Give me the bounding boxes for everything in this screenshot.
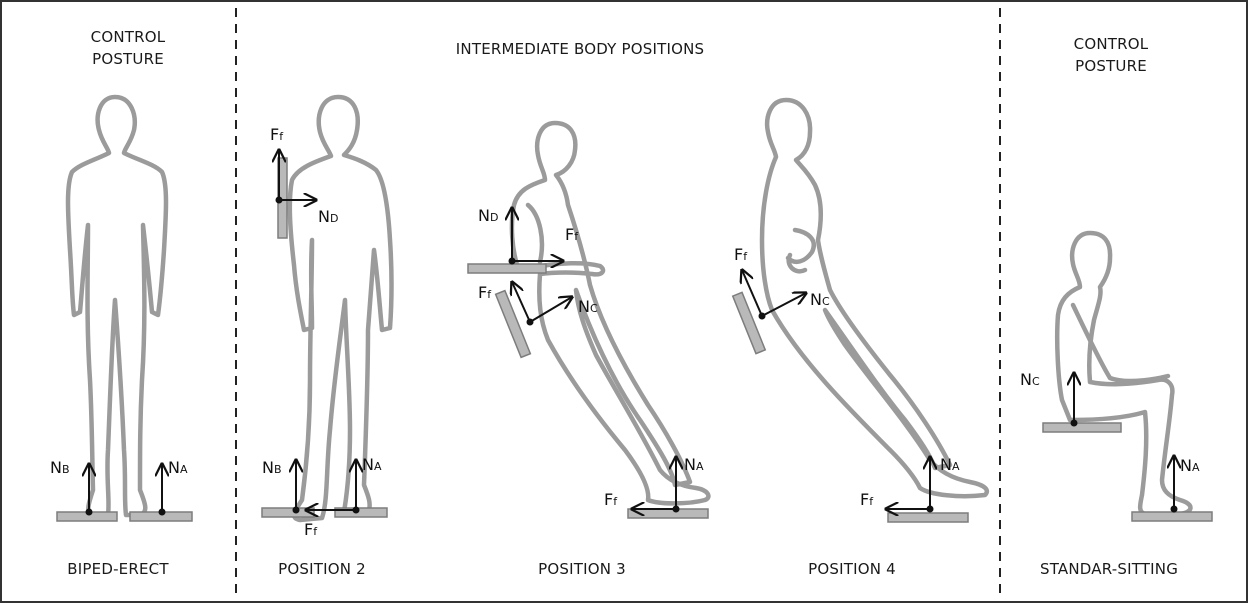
plate-seat-position-5 (1043, 423, 1121, 432)
point-p2-a (353, 507, 360, 514)
figure-standar-sitting (1057, 233, 1190, 514)
label-p5-na: NA (1180, 456, 1200, 475)
vector-p3-nc (530, 297, 572, 322)
point-p4-a (927, 506, 934, 513)
plate-backrest-position-4 (733, 292, 765, 353)
label-na: NA (168, 458, 188, 477)
label-p5-nc: NC (1020, 370, 1040, 389)
figure-position-2 (290, 97, 392, 520)
label-p2-nb: NB (262, 458, 282, 477)
heading-control-right-line-2: POSTURE (1051, 55, 1171, 77)
caption-position-4: POSITION 4 (782, 558, 922, 580)
label-p4-ff-back: Ff (734, 245, 748, 264)
figure-biped-erect (68, 97, 166, 515)
plate-backrest-position-3 (496, 291, 531, 358)
heading-control-left-line-2: POSTURE (68, 48, 188, 70)
label-p2-na: NA (362, 455, 382, 474)
heading-control-posture-left: CONTROL POSTURE (68, 26, 188, 70)
point-p5-c (1071, 420, 1078, 427)
point-p4-back (759, 313, 766, 320)
label-p3-ff-foot: Ff (604, 490, 618, 509)
point-b (86, 509, 93, 516)
point-p3-a (673, 506, 680, 513)
heading-intermediate-body-positions: INTERMEDIATE BODY POSITIONS (400, 38, 760, 60)
heading-control-posture-right: CONTROL POSTURE (1051, 33, 1171, 77)
label-p2-ff-bottom: Ff (304, 520, 318, 539)
point-p3-arm (509, 258, 516, 265)
label-p4-na: NA (940, 455, 960, 474)
label-p3-na: NA (684, 455, 704, 474)
plate-position-4-floor (888, 513, 968, 522)
caption-position-2: POSITION 2 (252, 558, 392, 580)
heading-control-left-line-1: CONTROL (68, 26, 188, 48)
point-p5-a (1171, 506, 1178, 513)
label-p3-nd: ND (478, 206, 498, 225)
point-p2-b (293, 507, 300, 514)
point-p2-wall (276, 197, 283, 204)
plate-floor-position-5 (1132, 512, 1212, 521)
point-p3-back (527, 319, 534, 326)
figure-position-3 (512, 123, 709, 503)
label-p2-nd: ND (318, 207, 338, 226)
label-nb: NB (50, 458, 70, 477)
caption-biped-erect: BIPED-ERECT (38, 558, 198, 580)
label-p4-nc: NC (810, 290, 830, 309)
plate-position-3-floor (628, 509, 708, 518)
caption-position-3: POSITION 3 (512, 558, 652, 580)
heading-control-right-line-1: CONTROL (1051, 33, 1171, 55)
label-p2-ff-top: Ff (270, 125, 284, 144)
plate-armrest-position-3 (468, 264, 546, 273)
caption-standar-sitting: STANDAR-SITTING (1024, 558, 1194, 580)
label-p3-ff-back: Ff (478, 283, 492, 302)
point-a (159, 509, 166, 516)
label-p4-ff-foot: Ff (860, 490, 874, 509)
